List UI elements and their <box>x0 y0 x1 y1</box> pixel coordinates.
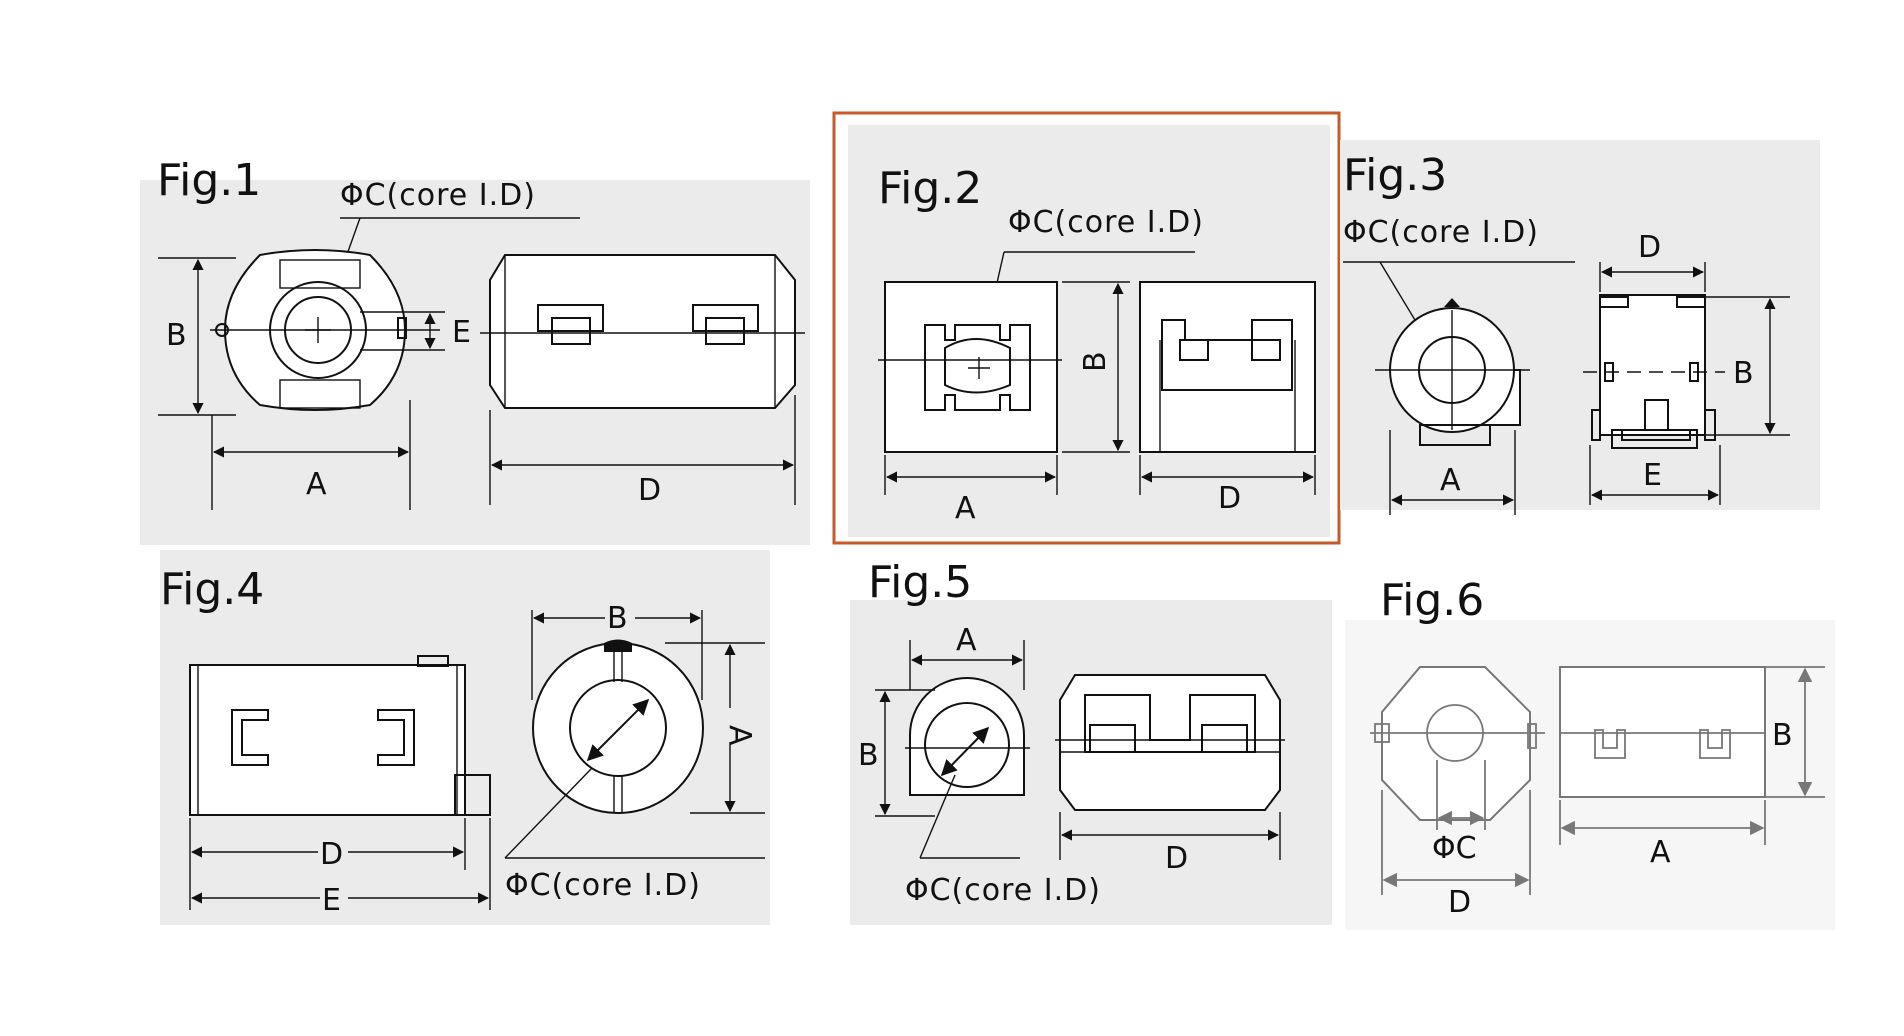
fig2-dim-d: D <box>1218 481 1241 516</box>
fig5-front-view: A B ΦC(core I.D) <box>858 623 1101 908</box>
fig1-group: Fig.1 ΦC(core I.D) B A <box>140 155 810 545</box>
fig4-dim-a: A <box>722 725 757 746</box>
fig4-side-view: D E <box>189 655 491 918</box>
fig1-dim-b: B <box>166 318 187 353</box>
fig1-title: Fig.1 <box>157 155 261 206</box>
fig4-title: Fig.4 <box>160 564 264 615</box>
fig6-group: Fig.6 ΦC D B <box>1345 575 1835 930</box>
fig2-front-view: B A <box>878 281 1130 526</box>
fig4-dim-b: B <box>607 601 628 636</box>
fig4-front-view: B A ΦC(core I.D) <box>504 600 765 903</box>
fig6-dim-b: B <box>1772 718 1793 753</box>
fig6-side-view: B A <box>1559 666 1825 870</box>
fig5-side-view: D <box>1055 674 1285 876</box>
fig3-dim-b: B <box>1733 356 1754 391</box>
fig5-title: Fig.5 <box>868 557 972 608</box>
fig4-core-label: ΦC(core I.D) <box>505 868 701 903</box>
fig2-dim-a: A <box>955 491 976 526</box>
fig3-dim-d: D <box>1638 230 1661 265</box>
fig6-title: Fig.6 <box>1380 575 1484 626</box>
fig6-dim-c: ΦC <box>1432 831 1477 866</box>
fig3-group: Fig.3 ΦC(core I.D) A <box>1340 140 1820 515</box>
fig2-core-label: ΦC(core I.D) <box>1008 205 1204 240</box>
fig5-dim-d: D <box>1165 841 1188 876</box>
fig4-group: Fig.4 D E <box>160 550 770 925</box>
fig6-dim-d: D <box>1448 885 1471 920</box>
fig1-dim-a: A <box>306 467 327 502</box>
fig3-title: Fig.3 <box>1343 150 1447 201</box>
fig5-group: Fig.5 A B ΦC(core I.D) <box>850 557 1332 925</box>
fig2-group: Fig.2 ΦC(core I.D) B A <box>832 111 1341 545</box>
fig1-dim-e: E <box>452 315 471 350</box>
fig3-side-view: D B E <box>1583 230 1790 505</box>
fig2-side-view: D <box>1139 281 1316 516</box>
fig1-side-view: D <box>480 254 805 508</box>
fig2-title: Fig.2 <box>878 163 982 214</box>
fig3-dim-e: E <box>1643 458 1662 493</box>
fig6-dim-a: A <box>1650 835 1671 870</box>
fig1-core-label: ΦC(core I.D) <box>340 178 536 213</box>
fig3-core-label: ΦC(core I.D) <box>1343 215 1539 250</box>
fig4-dim-e: E <box>322 883 341 918</box>
fig6-front-view: ΦC D <box>1370 666 1545 920</box>
fig5-dim-b: B <box>858 738 879 773</box>
fig3-front-view: A <box>1375 298 1530 515</box>
fig5-dim-a: A <box>956 623 977 658</box>
fig4-dim-d: D <box>320 837 343 872</box>
fig5-core-label: ΦC(core I.D) <box>905 873 1101 908</box>
fig1-front-view: B A E <box>158 249 471 510</box>
fig1-dim-d: D <box>638 473 661 508</box>
fig3-dim-a: A <box>1440 463 1461 498</box>
fig2-dim-b: B <box>1078 351 1113 372</box>
